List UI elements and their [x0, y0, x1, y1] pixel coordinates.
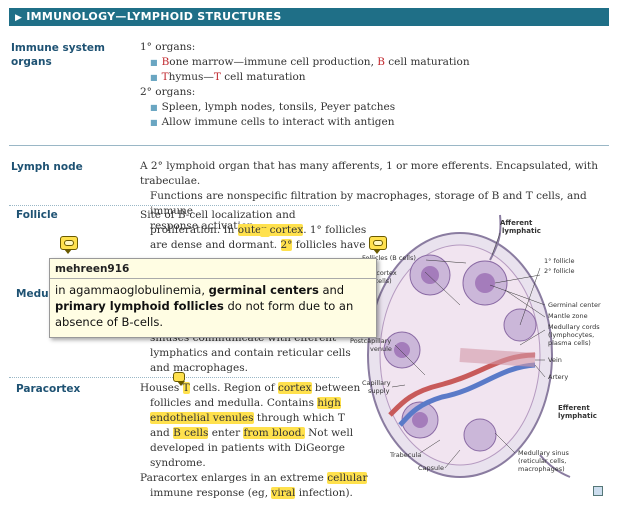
- highlight-marker: [260, 228, 270, 237]
- immune-organs-label: Immune system organs: [11, 42, 105, 68]
- label-medullary-cords: Medullary cords: [548, 323, 600, 331]
- label-vein: Vein: [548, 356, 562, 364]
- comment-popup: mehreen916 in agammaoglobulinemia, germi…: [49, 258, 377, 338]
- divider: [9, 145, 609, 146]
- section-header: ▶IMMUNOLOGY—LYMPHOID STRUCTURES: [9, 8, 609, 26]
- secondary-organs-heading: 2° organs:: [140, 86, 196, 98]
- label-capillary-supply: Capillary: [362, 379, 391, 387]
- svg-text:supply: supply: [368, 387, 390, 395]
- label-capsule: Capsule: [418, 464, 444, 472]
- svg-text:lymphatic: lymphatic: [502, 227, 541, 235]
- divider: [9, 205, 339, 206]
- list-item: ■Allow immune cells to interact with ant…: [150, 116, 395, 128]
- label-germinal-center: Germinal center: [548, 301, 601, 309]
- label-trabecula: Trabecula: [389, 451, 421, 459]
- svg-text:venule: venule: [370, 345, 392, 353]
- thymus-item: ■Thymus—T cell maturation: [150, 71, 306, 83]
- resize-handle-icon[interactable]: [593, 486, 603, 496]
- svg-text:plasma cells): plasma cells): [548, 339, 591, 347]
- bullet-icon: ■: [150, 58, 158, 67]
- primary-organs-heading: 1° organs:: [140, 41, 196, 53]
- paracortex-text: Houses T cells. Region of cortex between…: [140, 382, 368, 499]
- svg-text:(lymphocytes,: (lymphocytes,: [548, 331, 594, 339]
- label-primary-follicle: 1° follicle: [544, 257, 575, 265]
- bullet-icon: ■: [150, 103, 158, 112]
- section-title: IMMUNOLOGY—LYMPHOID STRUCTURES: [26, 10, 282, 23]
- lymph-node-label: Lymph node: [11, 161, 83, 173]
- comment-icon[interactable]: [173, 372, 185, 386]
- label-afferent-lymphatic: Afferent: [500, 219, 533, 227]
- comment-icon[interactable]: [60, 236, 78, 254]
- immune-organs-text: 1° organs: ■Bone marrow—immune cell prod…: [140, 40, 470, 130]
- list-item: ■Spleen, lymph nodes, tonsils, Peyer pat…: [150, 101, 396, 113]
- label-paracortex: Paracortex: [362, 269, 397, 277]
- label-mantle-zone: Mantle zone: [548, 312, 588, 320]
- follicle-label: Follicle: [16, 209, 58, 221]
- label-follicles: Follicles (B cells): [362, 254, 416, 262]
- comment-body: in agammaoglobulinemia, germinal centers…: [55, 283, 354, 329]
- svg-text:lymphatic: lymphatic: [558, 412, 597, 420]
- bone-marrow-item: ■Bone marrow—immune cell production, B c…: [150, 56, 470, 68]
- svg-text:(T cells): (T cells): [366, 277, 392, 285]
- label-secondary-follicle: 2° follicle: [544, 267, 575, 275]
- follicle-text: Site of B-cell localization and prolifer…: [140, 209, 367, 251]
- bullet-icon: ■: [150, 118, 158, 127]
- comment-icon[interactable]: [369, 236, 387, 254]
- svg-text:macrophages): macrophages): [518, 465, 565, 473]
- label-artery: Artery: [548, 373, 568, 381]
- bullet-icon: ■: [150, 73, 158, 82]
- paracortex-label: Paracortex: [16, 383, 81, 395]
- medulla-label: Medul: [16, 288, 53, 300]
- label-efferent-lymphatic: Efferent: [558, 404, 590, 412]
- label-postcapillary-venule: Postcapillary: [350, 337, 391, 345]
- svg-text:(reticular cells,: (reticular cells,: [518, 457, 566, 465]
- comment-author: mehreen916: [50, 259, 376, 279]
- lymph-node-text: A 2° lymphoid organ that has many affere…: [140, 160, 599, 232]
- triangle-right-icon: ▶: [15, 13, 23, 23]
- lymph-node-diagram: Afferent lymphatic Follicles (B cells) P…: [350, 214, 601, 478]
- label-medullary-sinus: Medullary sinus: [518, 449, 569, 457]
